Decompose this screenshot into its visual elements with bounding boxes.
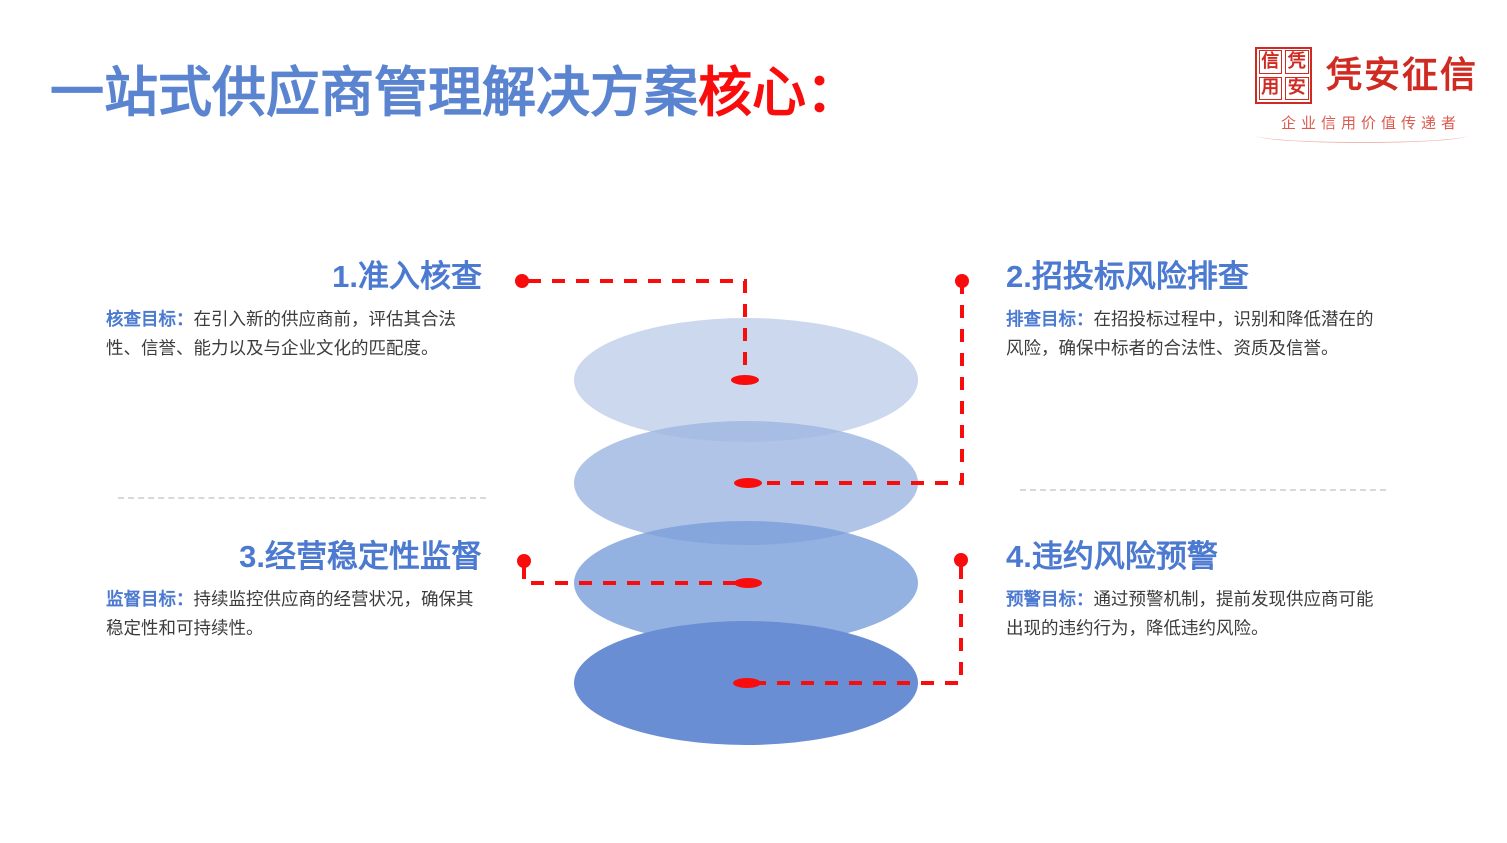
- connector-line-3: [522, 566, 740, 585]
- connector-lines: [522, 279, 964, 685]
- connector-dot-4: [954, 553, 968, 567]
- divider-right: [1020, 489, 1386, 491]
- item-3-body: 监督目标：持续监控供应商的经营状况，确保其稳定性和可持续性。: [106, 585, 486, 642]
- item-1-label: 核查目标：: [106, 309, 194, 330]
- item-3-label: 监督目标：: [106, 589, 194, 610]
- logo-primary-row: 信 凭 用 安 凭安征信: [1255, 44, 1487, 106]
- item-3-heading: 3.经营稳定性监督: [239, 539, 482, 574]
- item-4-body: 预警目标：通过预警机制，提前发现供应商可能出现的违约行为，降低违约风险。: [1006, 585, 1386, 642]
- connector-dot-1: [515, 274, 529, 288]
- connector-line-4: [750, 566, 963, 685]
- connector-tip-2: [734, 478, 762, 488]
- item-block-3: 3.经营稳定性监督 监督目标：持续监控供应商的经营状况，确保其稳定性和可持续性。: [106, 538, 486, 642]
- item-1-heading: 1.准入核查: [332, 259, 482, 294]
- item-1-text: 在引入新的供应商前，评估其合法性、信誉、能力以及与企业文化的匹配度。: [106, 309, 456, 358]
- brand-logo: 信 凭 用 安 凭安征信 企业信用价值传递者: [1255, 44, 1487, 143]
- item-block-4: 4.违约风险预警 预警目标：通过预警机制，提前发现供应商可能出现的违约行为，降低…: [1006, 538, 1386, 642]
- page-title-accent: 核心：: [698, 63, 860, 123]
- seal-char-4: 安: [1285, 76, 1309, 100]
- page-title: 一站式供应商管理解决方案核心：: [50, 62, 860, 124]
- seal-char-2: 凭: [1285, 50, 1309, 74]
- connector-tip-3: [734, 578, 762, 588]
- logo-underline-swash: [1255, 135, 1469, 143]
- connector-endpoints: [515, 274, 969, 688]
- item-2-body: 排查目标：在招投标过程中，识别和降低潜在的风险，确保中标者的合法性、资质及信誉。: [1006, 305, 1386, 362]
- page-title-main: 一站式供应商管理解决方案: [50, 63, 698, 123]
- seal-char-1: 信: [1258, 50, 1282, 74]
- connector-line-1: [528, 279, 747, 378]
- connector-line-2: [752, 281, 964, 485]
- seal-icon: 信 凭 用 安: [1255, 46, 1312, 104]
- item-block-1: 1.准入核查 核查目标：在引入新的供应商前，评估其合法性、信誉、能力以及与企业文…: [106, 258, 486, 362]
- item-4-label: 预警目标：: [1006, 589, 1094, 610]
- item-2-heading: 2.招投标风险排查: [1006, 259, 1249, 294]
- logo-tagline: 企业信用价值传递者: [1280, 114, 1461, 132]
- divider-left: [118, 497, 486, 499]
- item-3-text: 持续监控供应商的经营状况，确保其稳定性和可持续性。: [106, 589, 474, 638]
- seal-char-3: 用: [1258, 76, 1282, 100]
- item-block-2: 2.招投标风险排查 排查目标：在招投标过程中，识别和降低潜在的风险，确保中标者的…: [1006, 258, 1386, 362]
- item-4-text: 通过预警机制，提前发现供应商可能出现的违约行为，降低违约风险。: [1006, 589, 1374, 638]
- connector-tip-4: [733, 678, 761, 688]
- item-2-label: 排查目标：: [1006, 309, 1094, 330]
- item-4-heading: 4.违约风险预警: [1006, 539, 1218, 574]
- connector-dot-2: [955, 274, 969, 288]
- item-1-body: 核查目标：在引入新的供应商前，评估其合法性、信誉、能力以及与企业文化的匹配度。: [106, 305, 486, 362]
- logo-wordmark: 凭安征信: [1326, 54, 1479, 95]
- item-2-text: 在招投标过程中，识别和降低潜在的风险，确保中标者的合法性、资质及信誉。: [1006, 309, 1374, 358]
- connector-tip-1: [731, 375, 759, 385]
- connector-dot-3: [517, 554, 531, 568]
